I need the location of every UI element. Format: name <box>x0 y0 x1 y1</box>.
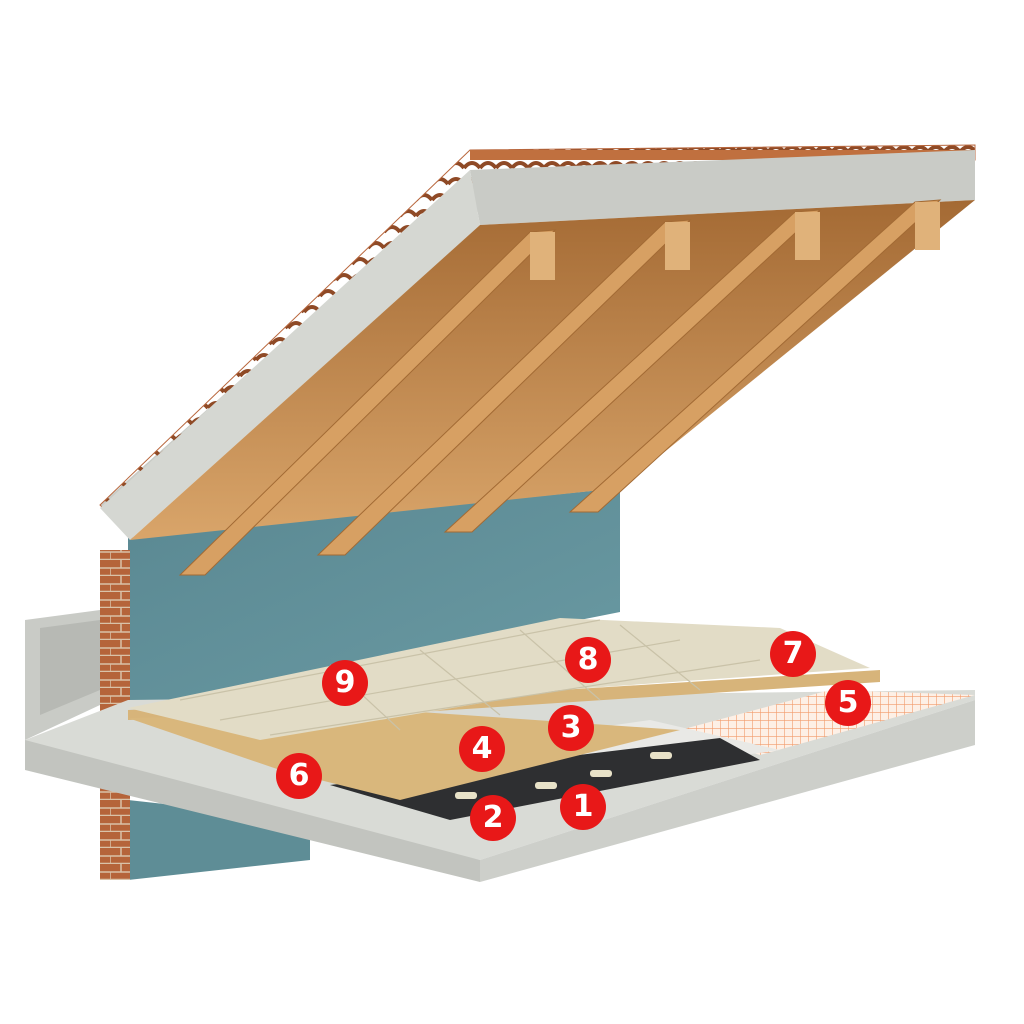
marker-6-label: 6 <box>288 758 310 793</box>
rafter-2 <box>316 219 692 556</box>
rafter-end-4 <box>915 202 940 250</box>
marker-7[interactable]: 7 <box>770 631 816 677</box>
marker-7-label: 7 <box>782 636 804 671</box>
marker-8[interactable]: 8 <box>565 637 611 683</box>
floor-slab-side <box>480 700 975 882</box>
marker-3-label: 3 <box>560 710 582 745</box>
layer-tiles <box>128 618 870 740</box>
insulated-wall <box>128 488 620 710</box>
rafter-4 <box>568 199 942 513</box>
rafters <box>178 199 942 576</box>
marker-4[interactable]: 4 <box>459 726 505 772</box>
floor-slab-front <box>25 740 480 882</box>
marker-1-label: 1 <box>572 789 594 824</box>
marker-2-label: 2 <box>482 800 504 835</box>
rafter-end-1 <box>530 232 555 280</box>
marker-2[interactable]: 2 <box>470 795 516 841</box>
roof-slab-edge <box>100 170 480 540</box>
balcony-ledge-inner <box>40 620 100 715</box>
roof-tile-ridge <box>470 150 975 160</box>
marker-9[interactable]: 9 <box>322 660 368 706</box>
marker-4-label: 4 <box>471 731 493 766</box>
marker-5-label: 5 <box>837 685 859 720</box>
marker-5[interactable]: 5 <box>825 680 871 726</box>
marker-6[interactable]: 6 <box>276 753 322 799</box>
layer-mesh <box>680 690 975 755</box>
rafter-end-2 <box>665 222 690 270</box>
heat-strip-marks <box>455 752 672 799</box>
marker-9-label: 9 <box>334 665 356 700</box>
roof-slab-top <box>470 150 975 225</box>
marker-3[interactable]: 3 <box>548 705 594 751</box>
rafter-3 <box>443 209 822 533</box>
rafter-end-3 <box>795 212 820 260</box>
rafter-1 <box>178 229 557 576</box>
roof-underside-timber <box>130 200 975 540</box>
marker-1[interactable]: 1 <box>560 784 606 830</box>
marker-8-label: 8 <box>577 642 599 677</box>
tile-grid <box>179 619 761 736</box>
